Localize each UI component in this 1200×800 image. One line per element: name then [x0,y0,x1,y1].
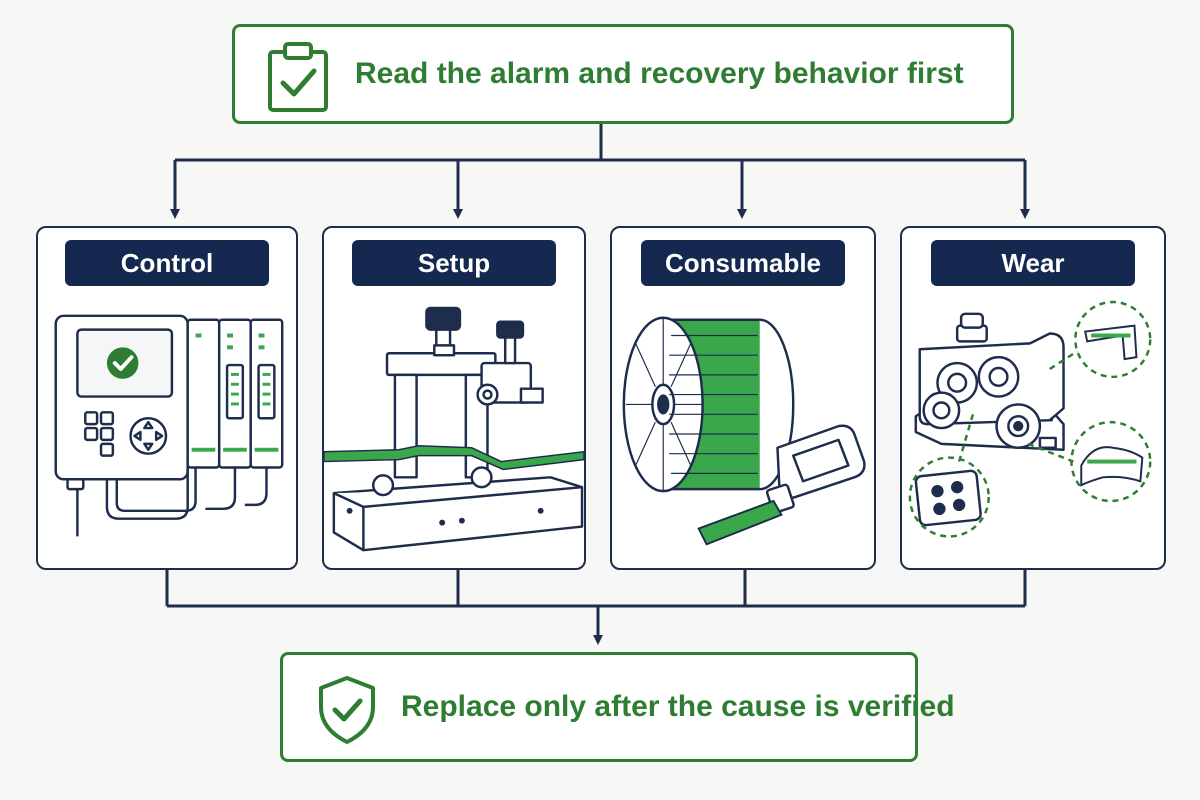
category-label-setup: Setup [352,240,556,286]
footer-title: Replace only after the cause is verified [401,690,955,723]
footer-box: Replace only after the cause is verified [280,652,955,762]
category-label-wear: Wear [931,240,1135,286]
shield-check-icon [319,676,375,744]
category-card-setup: Setup [322,226,586,570]
clipboard-check-icon [268,42,328,112]
header-title: Read the alarm and recovery behavior fir… [355,57,964,90]
wire-spool-icon [622,316,866,546]
roller-assembly-icon [908,300,1152,538]
header-box: Read the alarm and recovery behavior fir… [232,24,1014,124]
category-card-wear: Wear [900,226,1166,570]
category-label-control: Control [65,240,269,286]
category-label-consumable: Consumable [641,240,845,286]
adjustment-fixture-icon [324,306,584,552]
control-panel-icon [54,314,284,537]
category-card-control: Control [36,226,298,570]
category-card-consumable: Consumable [610,226,876,570]
